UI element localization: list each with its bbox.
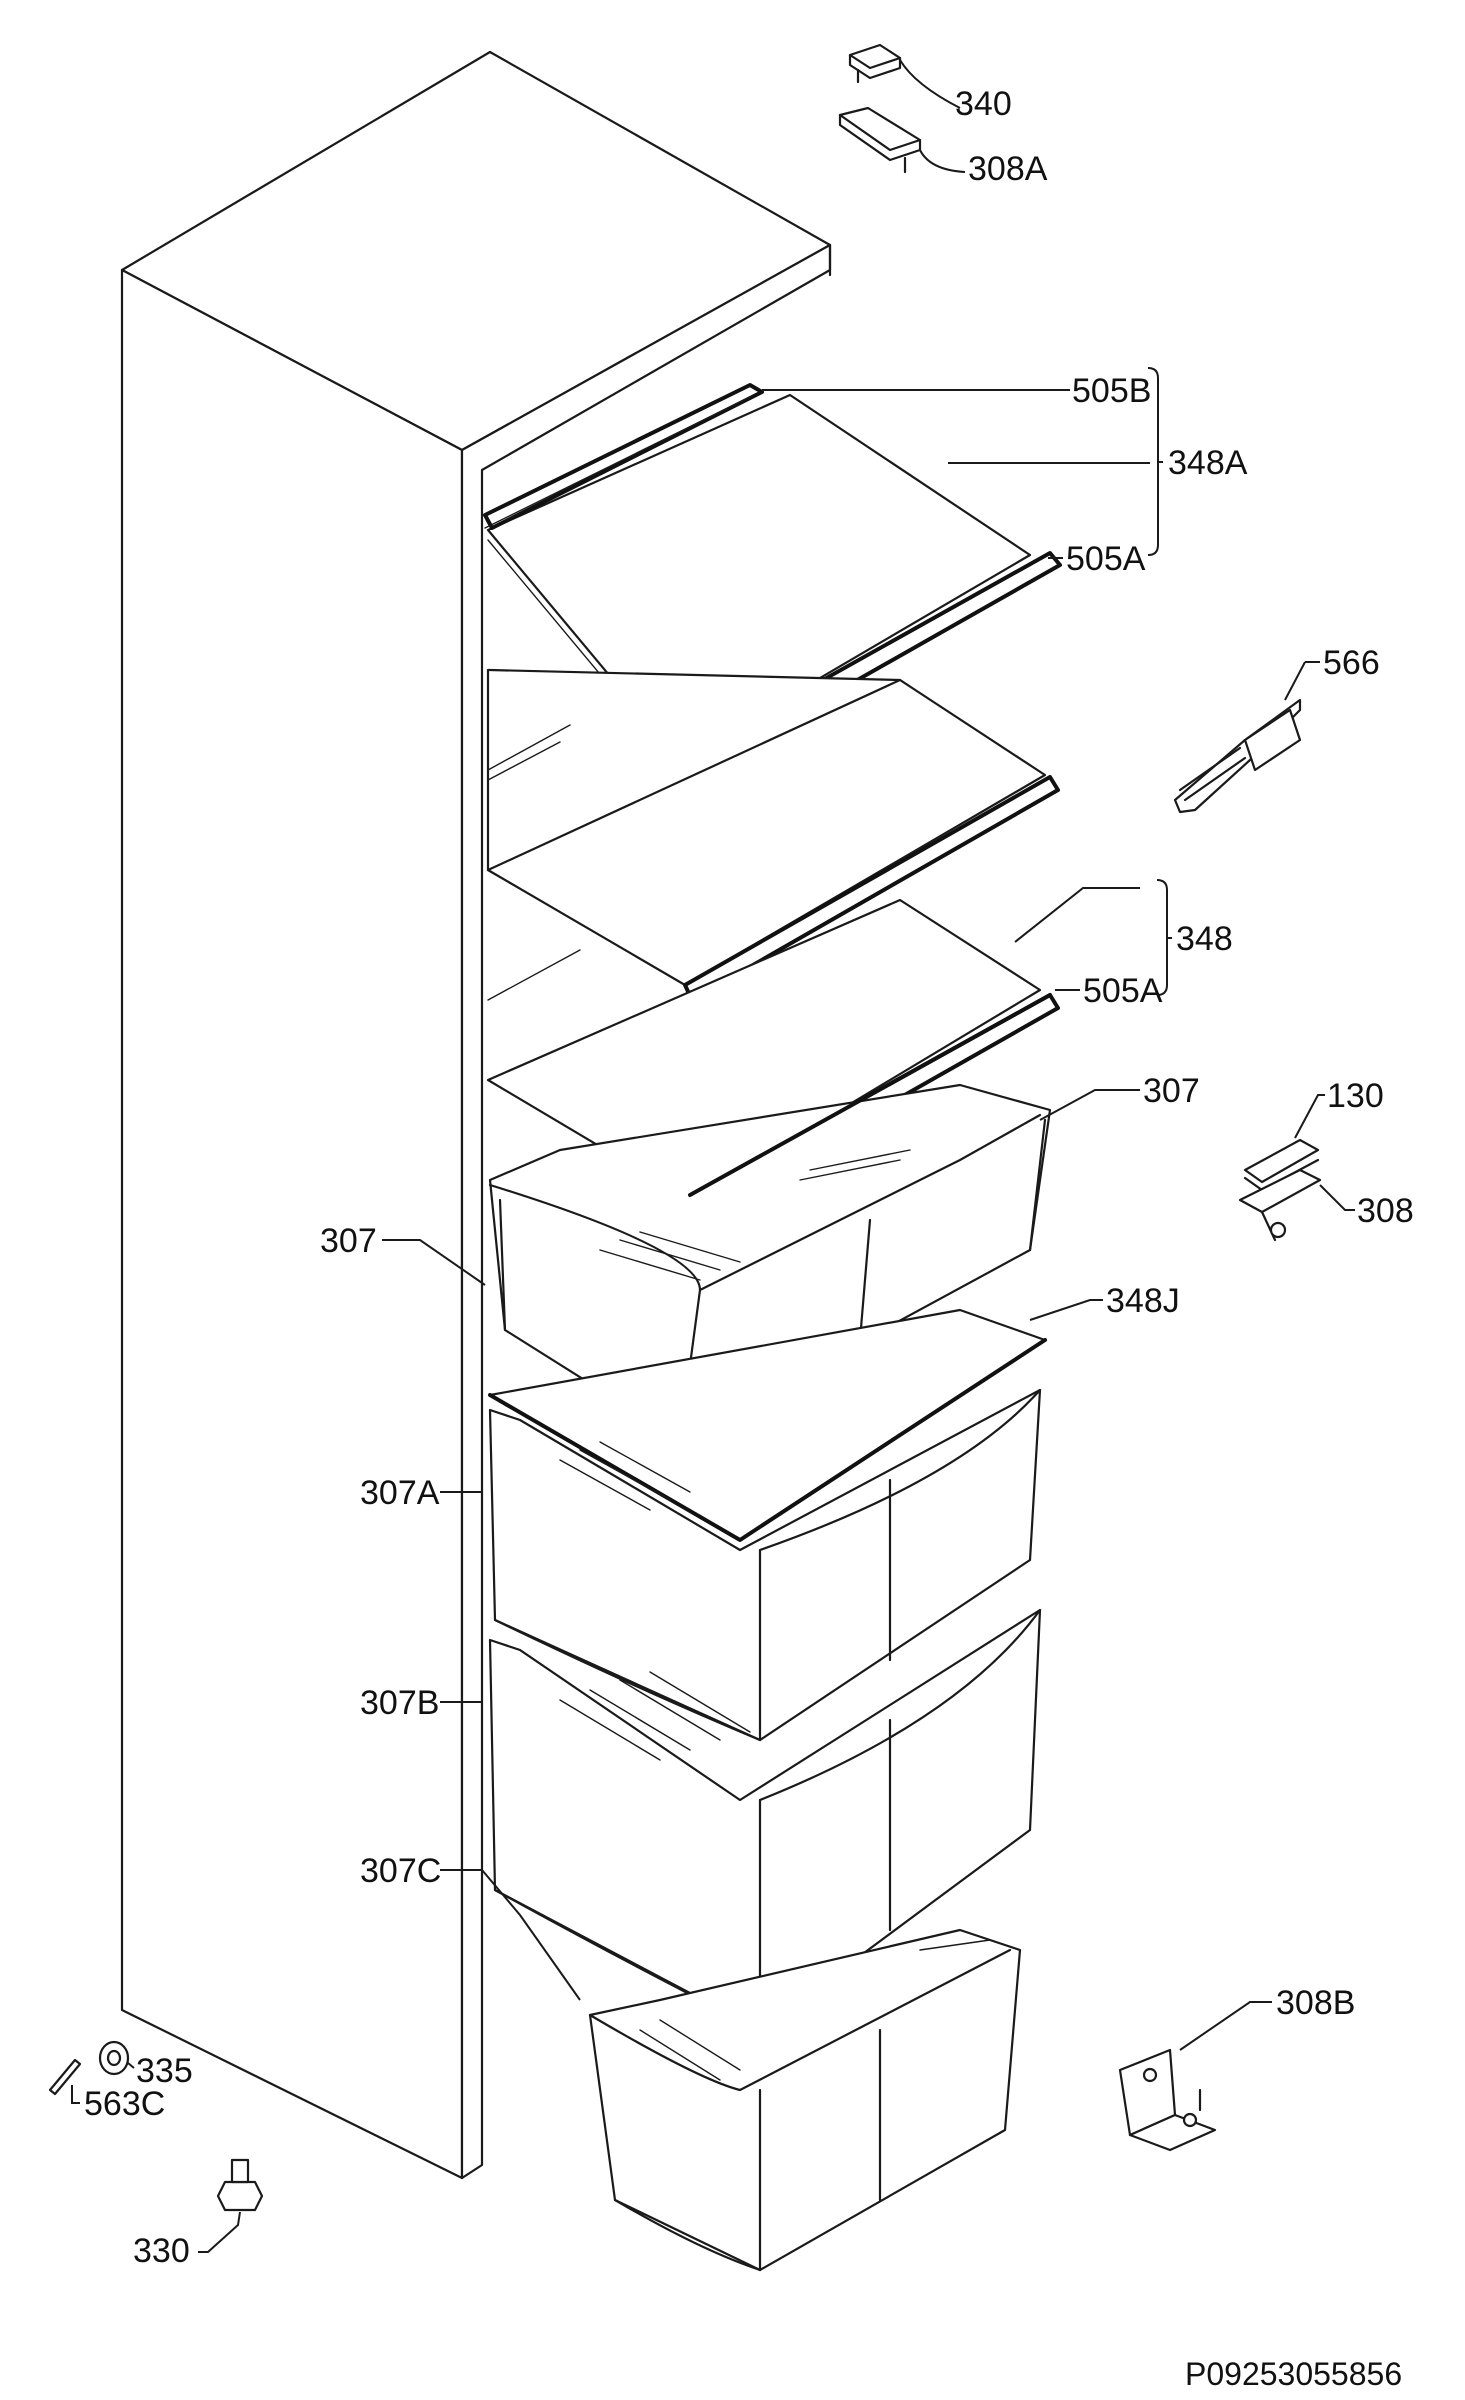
label-307-right: 307 bbox=[1143, 1072, 1200, 1110]
label-563c: 563C bbox=[84, 2085, 165, 2123]
foot-330 bbox=[216, 2158, 264, 2212]
shelf-glass-middle bbox=[486, 668, 1060, 1002]
label-505a-top: 505A bbox=[1066, 540, 1146, 578]
label-307b: 307B bbox=[360, 1684, 439, 1722]
drawer-307c bbox=[588, 1928, 1022, 2272]
label-348a: 348A bbox=[1168, 444, 1248, 482]
bin-307 bbox=[488, 993, 1052, 1442]
label-307-left: 307 bbox=[320, 1222, 377, 1260]
leader-lines bbox=[71, 59, 1355, 2253]
cabinet bbox=[120, 50, 832, 2180]
hinge-308 bbox=[1238, 1168, 1322, 1242]
label-348j: 348J bbox=[1106, 1282, 1180, 1320]
label-130: 130 bbox=[1327, 1077, 1384, 1115]
wheel-335 bbox=[98, 2040, 130, 2076]
label-308b: 308B bbox=[1276, 1984, 1355, 2022]
drawer-307b bbox=[488, 1608, 1042, 2032]
hinge-308a bbox=[838, 106, 922, 174]
label-348: 348 bbox=[1176, 920, 1233, 958]
cap-340 bbox=[848, 43, 902, 84]
pin-563c bbox=[48, 2058, 82, 2096]
label-330: 330 bbox=[133, 2232, 190, 2270]
label-308: 308 bbox=[1357, 1192, 1414, 1230]
part-labels: 340 308A 505B 348A 505A 566 348 505A 307… bbox=[84, 85, 1414, 2392]
label-307a: 307A bbox=[360, 1474, 440, 1512]
label-308a: 308A bbox=[968, 150, 1048, 188]
reference-code: P09253055856 bbox=[1185, 2356, 1402, 2392]
hinge-308b bbox=[1118, 2048, 1217, 2152]
label-307c: 307C bbox=[360, 1852, 441, 1890]
label-566: 566 bbox=[1323, 644, 1380, 682]
label-505b: 505B bbox=[1072, 372, 1151, 410]
label-505a-mid: 505A bbox=[1083, 972, 1163, 1010]
drawer-307a bbox=[488, 1388, 1042, 1742]
label-335: 335 bbox=[136, 2052, 193, 2090]
bracket-566 bbox=[1173, 698, 1302, 814]
glass-plate-348j bbox=[488, 1308, 1047, 1542]
label-340: 340 bbox=[955, 85, 1012, 123]
